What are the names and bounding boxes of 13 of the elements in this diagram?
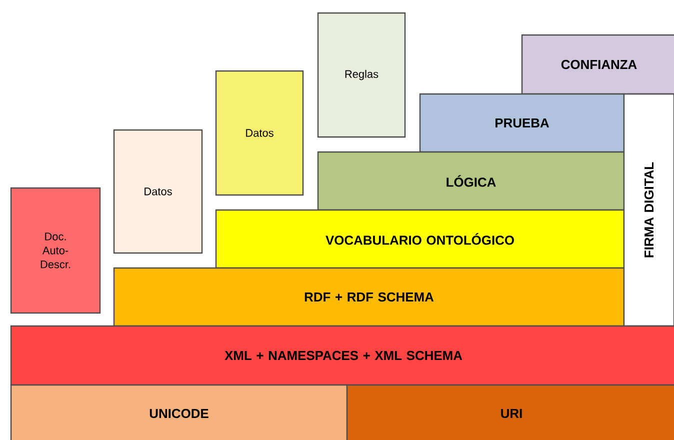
layer-box: URI	[346, 384, 674, 440]
layer-box: CONFIANZA	[521, 34, 674, 95]
layer-box: VOCABULARIO ONTOLÓGICO	[215, 209, 625, 269]
layer-box: LÓGICA	[317, 151, 625, 211]
data-box: Datos	[113, 129, 203, 254]
document-box: Doc. Auto-Descr.	[10, 187, 101, 314]
layer-box: PRUEBA	[419, 93, 625, 153]
layer-box: RDF + RDF SCHEMA	[113, 267, 625, 327]
data-box: Datos	[215, 70, 304, 196]
signature-band: FIRMA DIGITAL	[623, 93, 674, 327]
layer-box: XML + NAMESPACES + XML SCHEMA	[10, 325, 674, 386]
rules-box: Reglas	[317, 12, 406, 138]
layer-box: UNICODE	[10, 384, 348, 440]
